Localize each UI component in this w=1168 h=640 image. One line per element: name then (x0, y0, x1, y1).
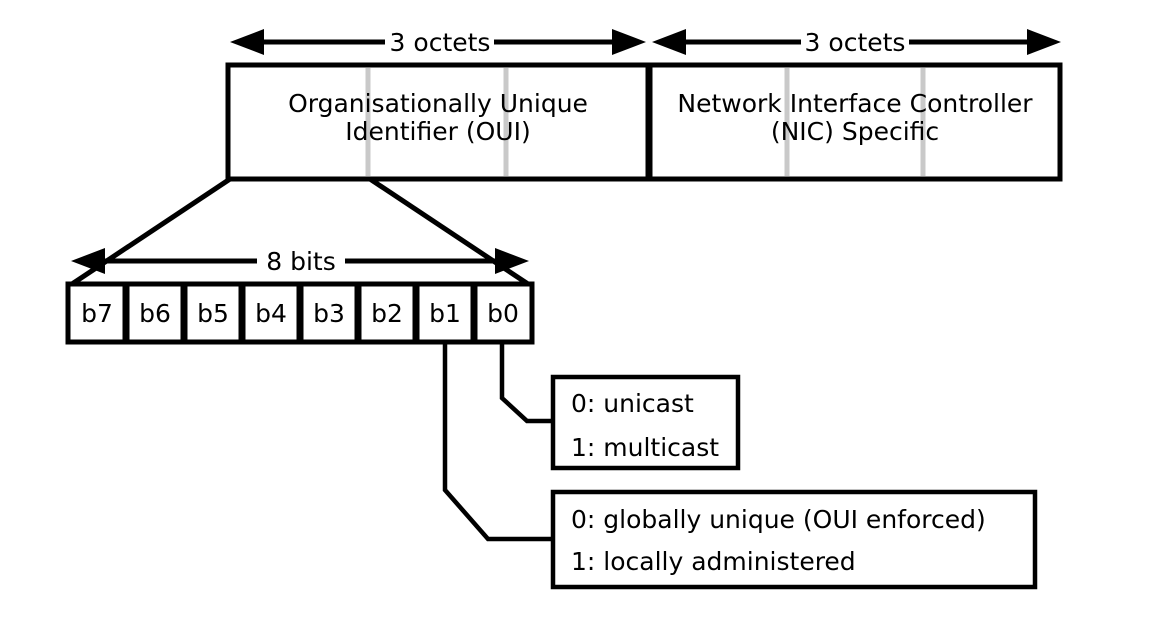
unicast-box-rect (550, 374, 741, 471)
oui-box-rect (225, 62, 651, 182)
unicast-box: 0: unicast 1: multicast (550, 374, 741, 471)
bit-label-b1: b1 (429, 299, 461, 328)
arrowhead-right-icon (495, 248, 529, 274)
bit-label-b5: b5 (197, 299, 229, 328)
unicast-box-line2: 1: multicast (571, 433, 719, 462)
octets-label-right: 3 octets (805, 28, 906, 57)
expansion-line-right (368, 176, 533, 289)
admin-box: 0: globally unique (OUI enforced) 1: loc… (550, 489, 1038, 590)
bit-label-b0: b0 (487, 299, 519, 328)
unicast-box-line1: 0: unicast (571, 389, 694, 418)
arrowhead-left-icon (652, 29, 686, 55)
admin-box-rect (550, 489, 1038, 590)
bit-label-b2: b2 (371, 299, 403, 328)
oui-box-label-line1: Organisationally Unique (288, 89, 588, 118)
b1-connector-line (442, 342, 560, 542)
arrowhead-right-icon (612, 29, 646, 55)
admin-box-line1: 0: globally unique (OUI enforced) (571, 505, 986, 534)
nic-box-rect (647, 62, 1063, 182)
nic-box: Network Interface Controller (NIC) Speci… (647, 62, 1063, 182)
nic-box-label-line1: Network Interface Controller (677, 89, 1033, 118)
bit-row: b7 b6 b5 b4 b3 b2 b1 b0 (65, 281, 535, 345)
bit-label-b4: b4 (255, 299, 287, 328)
bit-label-b7: b7 (81, 299, 113, 328)
admin-box-line2: 1: locally administered (571, 547, 856, 576)
bit-label-b3: b3 (313, 299, 345, 328)
octets-arrow-right: 3 octets (652, 28, 1061, 57)
bits-arrow: 8 bits (71, 247, 529, 276)
b0-connector-line (499, 342, 560, 424)
bits-arrow-label: 8 bits (266, 247, 336, 276)
nic-box-label-line2: (NIC) Specific (771, 117, 939, 146)
arrowhead-left-icon (230, 29, 264, 55)
arrowhead-right-icon (1027, 29, 1061, 55)
expansion-line-left (67, 176, 232, 289)
bit-label-b6: b6 (139, 299, 171, 328)
octets-arrow-left: 3 octets (230, 28, 646, 57)
arrowhead-left-icon (71, 248, 105, 274)
octets-label-left: 3 octets (390, 28, 491, 57)
oui-box: Organisationally Unique Identifier (OUI) (225, 62, 651, 182)
oui-box-label-line2: Identifier (OUI) (345, 117, 530, 146)
